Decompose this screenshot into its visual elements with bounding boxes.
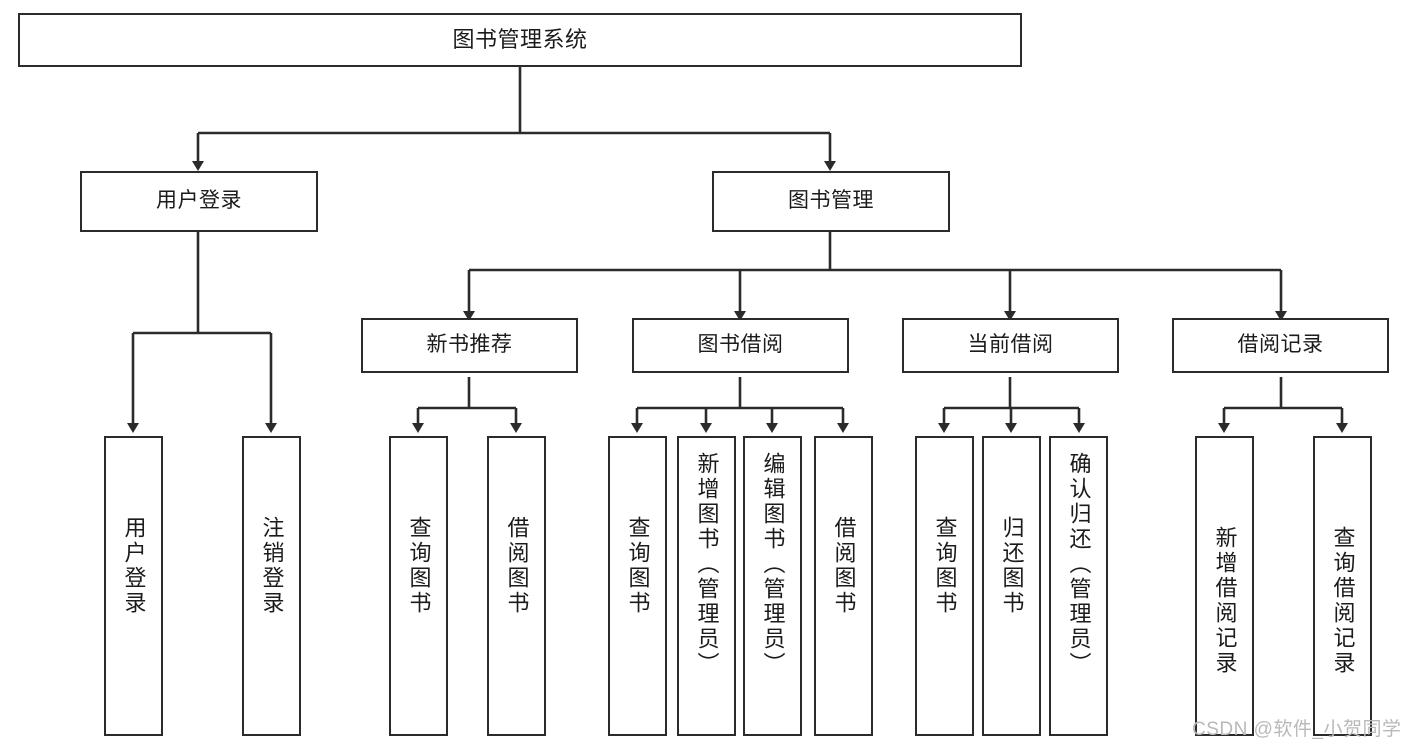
node-current-borrow[interactable]: 当前借阅 xyxy=(902,318,1119,373)
leaf-user-login-login[interactable]: 用户登录 xyxy=(104,436,163,736)
leaf-borrow-record-add[interactable]: 新增借阅记录 xyxy=(1195,436,1254,736)
leaf-book-borrow-borrow[interactable]: 借阅图书 xyxy=(814,436,873,736)
leaf-borrow-record-query[interactable]: 查询借阅记录 xyxy=(1313,436,1372,736)
leaf-current-borrow-return[interactable]: 归还图书 xyxy=(982,436,1041,736)
node-label: 编辑图书（管理员） xyxy=(760,452,786,677)
node-label: 借阅图书 xyxy=(504,516,530,616)
leaf-new-book-borrow[interactable]: 借阅图书 xyxy=(487,436,546,736)
node-label: 新增图书（管理员） xyxy=(694,452,720,677)
node-label: 图书借阅 xyxy=(697,333,784,357)
node-label: 查询借阅记录 xyxy=(1330,526,1356,676)
node-user-login[interactable]: 用户登录 xyxy=(80,171,318,232)
node-book-borrow[interactable]: 图书借阅 xyxy=(632,318,849,373)
node-new-book-recommend[interactable]: 新书推荐 xyxy=(361,318,578,373)
node-root-system[interactable]: 图书管理系统 xyxy=(18,13,1022,67)
node-label: 用户登录 xyxy=(156,189,242,213)
node-book-management[interactable]: 图书管理 xyxy=(712,171,950,232)
leaf-current-borrow-query[interactable]: 查询图书 xyxy=(915,436,974,736)
leaf-book-borrow-query[interactable]: 查询图书 xyxy=(608,436,667,736)
leaf-book-borrow-add-admin[interactable]: 新增图书（管理员） xyxy=(677,436,736,736)
leaf-book-borrow-edit-admin[interactable]: 编辑图书（管理员） xyxy=(743,436,802,736)
node-label: 用户登录 xyxy=(121,516,147,616)
node-label: 归还图书 xyxy=(999,516,1025,616)
node-label: 确认归还（管理员） xyxy=(1066,452,1092,677)
leaf-new-book-query[interactable]: 查询图书 xyxy=(389,436,448,736)
node-label: 查询图书 xyxy=(406,516,432,616)
node-label: 图书管理 xyxy=(788,189,874,213)
node-label: 图书管理系统 xyxy=(452,27,588,53)
node-label: 查询图书 xyxy=(625,516,651,616)
csdn-watermark: CSDN @软件_小贺同学 xyxy=(1192,719,1402,740)
node-label: 新书推荐 xyxy=(426,333,513,357)
node-label: 新增借阅记录 xyxy=(1212,526,1238,676)
leaf-current-borrow-confirm-admin[interactable]: 确认归还（管理员） xyxy=(1049,436,1108,736)
node-label: 查询图书 xyxy=(932,516,958,616)
node-borrow-record[interactable]: 借阅记录 xyxy=(1172,318,1389,373)
leaf-user-login-logout[interactable]: 注销登录 xyxy=(242,436,301,736)
node-label: 注销登录 xyxy=(259,516,285,616)
node-label: 借阅图书 xyxy=(831,516,857,616)
node-label: 当前借阅 xyxy=(967,333,1054,357)
node-label: 借阅记录 xyxy=(1237,333,1324,357)
